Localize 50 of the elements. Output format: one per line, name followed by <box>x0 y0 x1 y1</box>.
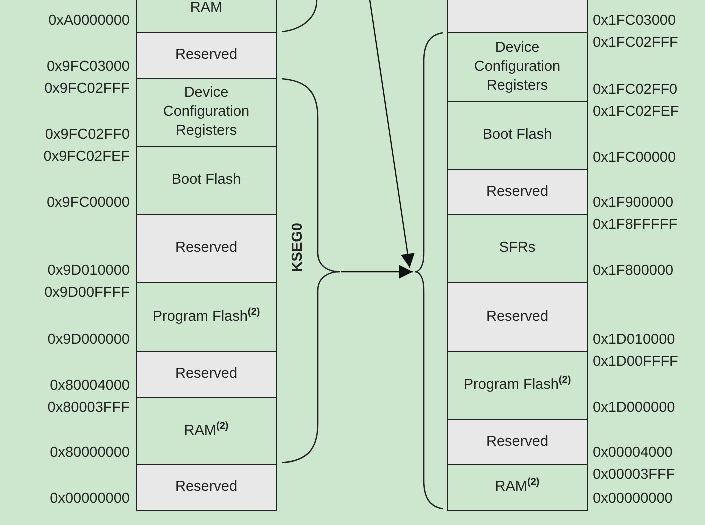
memory-block: RAM$^{(2)}$ <box>136 397 277 465</box>
address-label: 0x1FC02FFF <box>593 35 678 52</box>
address-label: 0x80004000 <box>50 378 130 395</box>
address-label: 0x00000000 <box>50 491 130 508</box>
memory-block: Boot Flash <box>447 101 588 170</box>
address-label: 0x9FC00000 <box>46 195 130 212</box>
address-label: 0x1F800000 <box>593 263 674 280</box>
arrow <box>369 0 415 268</box>
segment-label: KSEG0 <box>290 223 306 272</box>
memory-block: RAM <box>136 0 277 33</box>
address-label: 0x1FC02FF0 <box>593 82 678 99</box>
address-label: 0x00004000 <box>593 445 673 462</box>
memory-block: Boot Flash <box>136 146 277 215</box>
address-label: 0x00003FFF <box>593 467 676 484</box>
address-label: 0x9D010000 <box>48 263 130 280</box>
address-label: 0x1D000000 <box>593 400 676 417</box>
reserved-block: Reserved <box>136 214 277 283</box>
address-label: 0x1FC02FEF <box>593 104 680 121</box>
memory-block: Device Configuration Registers <box>136 78 277 147</box>
reserved-block: Reserved <box>447 419 588 465</box>
address-label: 0x1D00FFFF <box>593 354 678 371</box>
address-label: 0x9FC02FEF <box>44 149 130 166</box>
address-label: 0x9D000000 <box>48 332 130 349</box>
reserved-block <box>447 0 588 33</box>
memory-block: RAM$^{(2)}$ <box>447 464 588 511</box>
reserved-block: Reserved <box>136 351 277 398</box>
address-label: 0x00000000 <box>593 491 673 508</box>
reserved-block: Reserved <box>136 464 277 511</box>
address-label: 0x1FC00000 <box>593 150 676 167</box>
address-label: 0x1FC03000 <box>593 13 676 30</box>
address-label: 0x9D00FFFF <box>44 285 130 302</box>
curly-brace <box>414 32 444 510</box>
reserved-block: Reserved <box>136 32 277 79</box>
memory-block: Device Configuration Registers <box>447 32 588 102</box>
address-label: 0x80003FFF <box>48 400 130 417</box>
address-label: 0x1F8FFFFF <box>593 217 678 234</box>
address-label: 0xA0000000 <box>48 13 130 30</box>
address-label: 0x1F900000 <box>593 195 674 212</box>
reserved-block: Reserved <box>447 282 588 352</box>
memory-block: Program Flash$^{(2)}$ <box>136 282 277 352</box>
memory-block: SFRs <box>447 214 588 283</box>
arrow <box>341 265 413 279</box>
memory-block: Program Flash$^{(2)}$ <box>447 351 588 420</box>
address-label: 0x9FC02FF0 <box>45 127 130 144</box>
address-label: 0x1D010000 <box>593 332 676 349</box>
address-label: 0x9FC02FFF <box>44 81 130 98</box>
address-label: 0x80000000 <box>50 445 130 462</box>
curly-brace <box>282 78 342 464</box>
reserved-block: Reserved <box>447 169 588 215</box>
address-label: 0x9FC03000 <box>46 59 130 76</box>
